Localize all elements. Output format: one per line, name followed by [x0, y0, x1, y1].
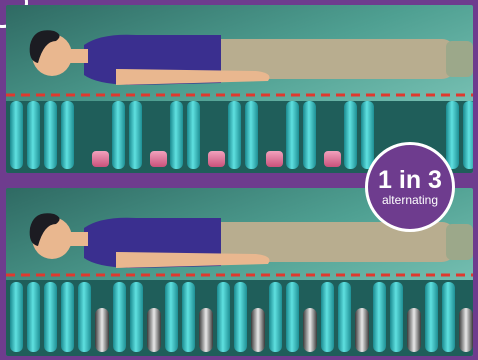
mode-label: alternating: [382, 193, 438, 207]
ratio-label: 1 in 3: [378, 167, 442, 193]
ratio-badge: 1 in 3 alternating: [365, 142, 455, 232]
